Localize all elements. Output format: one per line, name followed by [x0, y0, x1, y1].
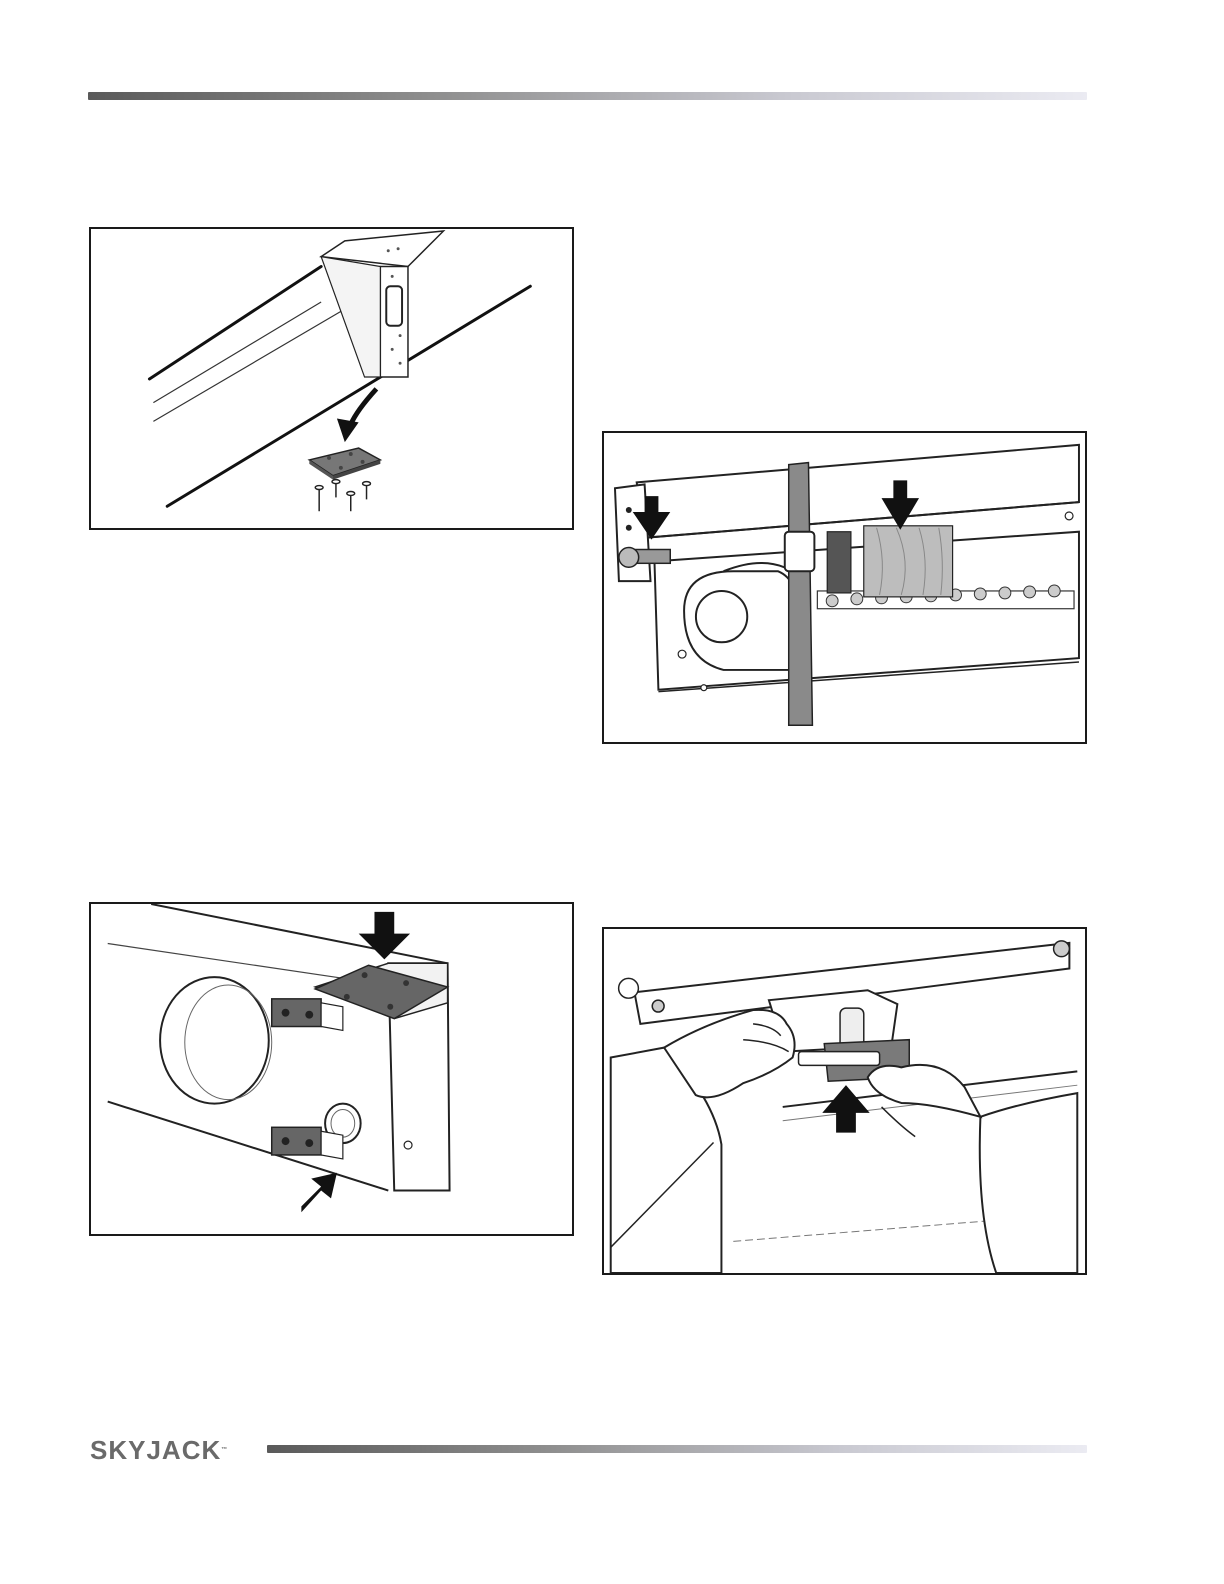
wear-pad-locations-illustration — [91, 904, 572, 1234]
trademark-mark: ™ — [221, 1447, 228, 1453]
slide-pad-removal-illustration — [91, 229, 572, 528]
hands-installing-wear-pad-illustration — [604, 929, 1085, 1273]
figure-hands-installing-pad — [602, 927, 1087, 1275]
header-divider-bar — [88, 92, 1087, 100]
figure-wear-pad-locations — [89, 902, 574, 1236]
figure-strapped-platform — [602, 431, 1087, 744]
footer-divider-bar — [267, 1445, 1087, 1453]
figure-slide-pad-removal — [89, 227, 574, 530]
skyjack-logo-text: SKYJACK™ — [90, 1433, 228, 1467]
skyjack-logo: SKYJACK™ — [90, 1433, 265, 1467]
strapped-platform-with-wood-block-illustration — [604, 433, 1085, 742]
